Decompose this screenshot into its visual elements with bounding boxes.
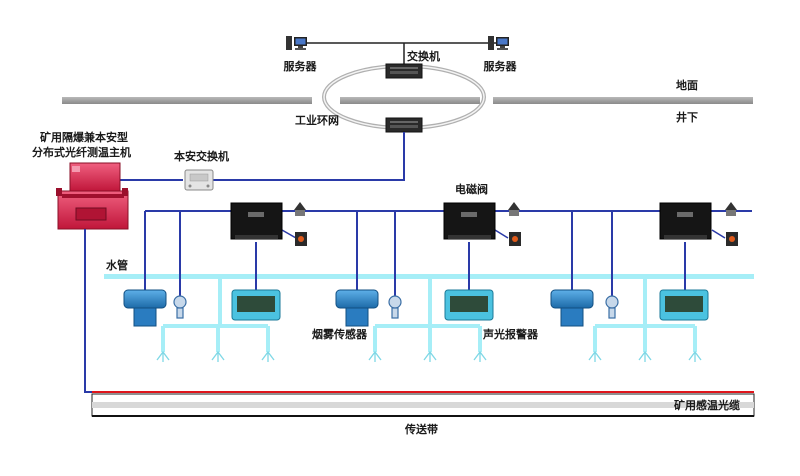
alarm-panel-3 — [659, 289, 709, 321]
host-to-cable-line — [84, 229, 754, 393]
alarm-panel-1 — [231, 289, 281, 321]
safety-switch-icon — [184, 169, 214, 191]
host-cabinet-icon — [56, 162, 129, 230]
solenoid-valve-label: 电磁阀 — [455, 182, 488, 196]
alarm-panel-2 — [444, 289, 494, 321]
control-box-2 — [443, 202, 496, 240]
server-right-icon — [488, 36, 509, 50]
ground-label: 地面 — [676, 78, 698, 92]
alarm-label: 声光报警器 — [482, 327, 539, 341]
control-box-1 — [230, 202, 283, 240]
safety-switch-label: 本安交换机 — [174, 149, 229, 163]
sprinkler-valve-1 — [123, 289, 167, 327]
switch-top-icon — [385, 63, 423, 79]
conveyor-label: 传送带 — [404, 422, 438, 436]
server-right-label: 服务器 — [484, 59, 518, 73]
smoke-sensor-icon — [173, 295, 619, 319]
water-pipe-main — [104, 274, 754, 279]
switch-bottom-icon — [385, 117, 423, 133]
gas-detector-icon — [295, 232, 738, 246]
host-label-line2: 分布式光纤测温主机 — [32, 145, 131, 159]
underground-label: 井下 — [676, 110, 698, 124]
switch-label: 交换机 — [407, 49, 440, 63]
sprinkler-valve-2 — [335, 289, 379, 327]
ring-network-label: 工业环网 — [295, 113, 339, 127]
server-left-label: 服务器 — [284, 59, 318, 73]
smoke-sensor-label: 烟雾传感器 — [312, 327, 368, 341]
sprinkler-valve-3 — [550, 289, 594, 327]
server-left-icon — [286, 36, 307, 50]
conveyor-belt — [91, 393, 755, 417]
control-box-3 — [659, 202, 712, 240]
fiber-cable-label: 矿用感温光缆 — [674, 398, 740, 412]
sprinkler-heads — [156, 350, 702, 362]
solenoid-valve-icon — [294, 202, 737, 216]
host-label-line1: 矿用隔爆兼本安型 — [40, 130, 128, 144]
link-switch-to-safety-switch — [213, 132, 405, 181]
sprinkler-branches — [161, 278, 697, 352]
ground-floor-bars — [62, 97, 753, 104]
water-pipe-label: 水管 — [106, 258, 128, 272]
